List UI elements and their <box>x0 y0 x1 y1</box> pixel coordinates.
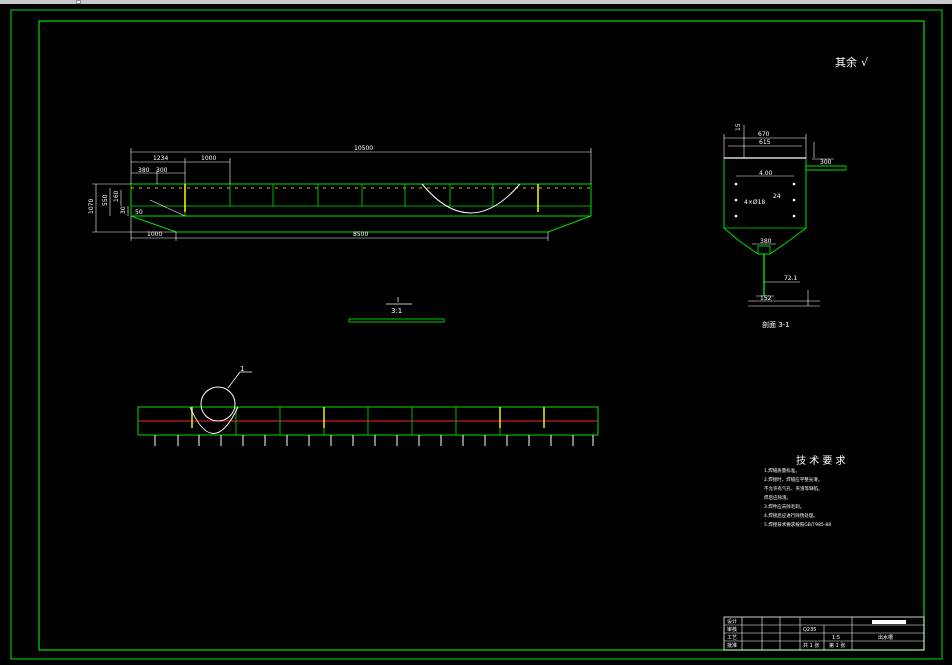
svg-text:15: 15 <box>735 123 742 131</box>
svg-text:不允许有气孔、夹渣等缺陷。: 不允许有气孔、夹渣等缺陷。 <box>764 485 823 492</box>
svg-text:I: I <box>397 296 399 304</box>
inner-border <box>38 20 925 651</box>
svg-text:50: 50 <box>135 209 143 216</box>
svg-text:1000: 1000 <box>201 155 216 162</box>
detail-marker: I 3:1 <box>348 296 445 323</box>
svg-text:4×Ø18: 4×Ø18 <box>744 199 765 206</box>
svg-text:剖面 3-1: 剖面 3-1 <box>762 320 790 329</box>
svg-text:焊后应除渣。: 焊后应除渣。 <box>764 494 791 501</box>
svg-text:10500: 10500 <box>354 145 373 152</box>
svg-text:1:5: 1:5 <box>832 635 840 641</box>
svg-text:670: 670 <box>758 131 770 138</box>
svg-text:审核: 审核 <box>727 626 737 633</box>
svg-text:160: 160 <box>113 190 120 202</box>
svg-text:批准: 批准 <box>727 642 737 649</box>
title-block: 设计 审核 工艺 批准 Q235 1:5 出水槽 共 1 张 第 1 张 <box>723 616 925 651</box>
svg-text:3:1: 3:1 <box>391 307 402 315</box>
svg-text:4.焊接后应进行除锈处理。: 4.焊接后应进行除锈处理。 <box>764 512 818 519</box>
svg-text:300: 300 <box>156 167 168 174</box>
svg-text:380: 380 <box>760 238 772 245</box>
tech-requirements: 技 术 要 求 1.焊缝质量标准。 2.焊接时，焊缝应平整光滑， 不允许有气孔、… <box>764 454 846 528</box>
svg-text:615: 615 <box>759 139 771 146</box>
svg-text:共 1 张: 共 1 张 <box>803 642 819 649</box>
svg-text:5.焊接技术要求按照GB/T985-88: 5.焊接技术要求按照GB/T985-88 <box>764 521 831 528</box>
svg-text:第 1 张: 第 1 张 <box>829 642 845 649</box>
roughness-symbol-icon: √ <box>861 56 869 69</box>
plan-view: 1 <box>137 365 599 446</box>
svg-text:72.1: 72.1 <box>784 275 798 282</box>
svg-text:设计: 设计 <box>727 618 737 625</box>
window-control-icon[interactable] <box>76 0 81 4</box>
svg-text:550: 550 <box>102 194 109 206</box>
svg-text:1000: 1000 <box>147 231 162 238</box>
svg-text:工艺: 工艺 <box>727 635 737 641</box>
svg-text:300: 300 <box>820 159 832 166</box>
svg-text:152: 152 <box>760 295 772 302</box>
svg-text:2.焊接时，焊缝应平整光滑，: 2.焊接时，焊缝应平整光滑， <box>764 476 822 483</box>
svg-text:1234: 1234 <box>153 155 168 162</box>
svg-text:1070: 1070 <box>88 199 95 214</box>
svg-text:技 术 要 求: 技 术 要 求 <box>796 454 846 467</box>
outer-border <box>10 9 943 660</box>
svg-text:24: 24 <box>773 193 781 200</box>
svg-text:380: 380 <box>138 167 150 174</box>
svg-text:1: 1 <box>240 365 244 373</box>
roughness-note: 其余 <box>835 55 857 69</box>
svg-text:8500: 8500 <box>353 231 368 238</box>
svg-text:Q235: Q235 <box>803 627 816 633</box>
svg-text:出水槽: 出水槽 <box>878 634 893 641</box>
svg-text:1.焊缝质量标准。: 1.焊缝质量标准。 <box>764 467 800 474</box>
svg-text:30: 30 <box>120 206 127 214</box>
svg-text:4.00: 4.00 <box>759 170 773 177</box>
section-view: 670 615 15 300 4.00 4×Ø18 24 380 72.1 15… <box>723 123 847 329</box>
window-top-bar <box>0 0 952 4</box>
svg-text:3.焊件应去除毛刺。: 3.焊件应去除毛刺。 <box>764 503 804 510</box>
elevation-view: 10500 1234 1000 380 300 1000 8500 1070 5… <box>88 145 592 241</box>
